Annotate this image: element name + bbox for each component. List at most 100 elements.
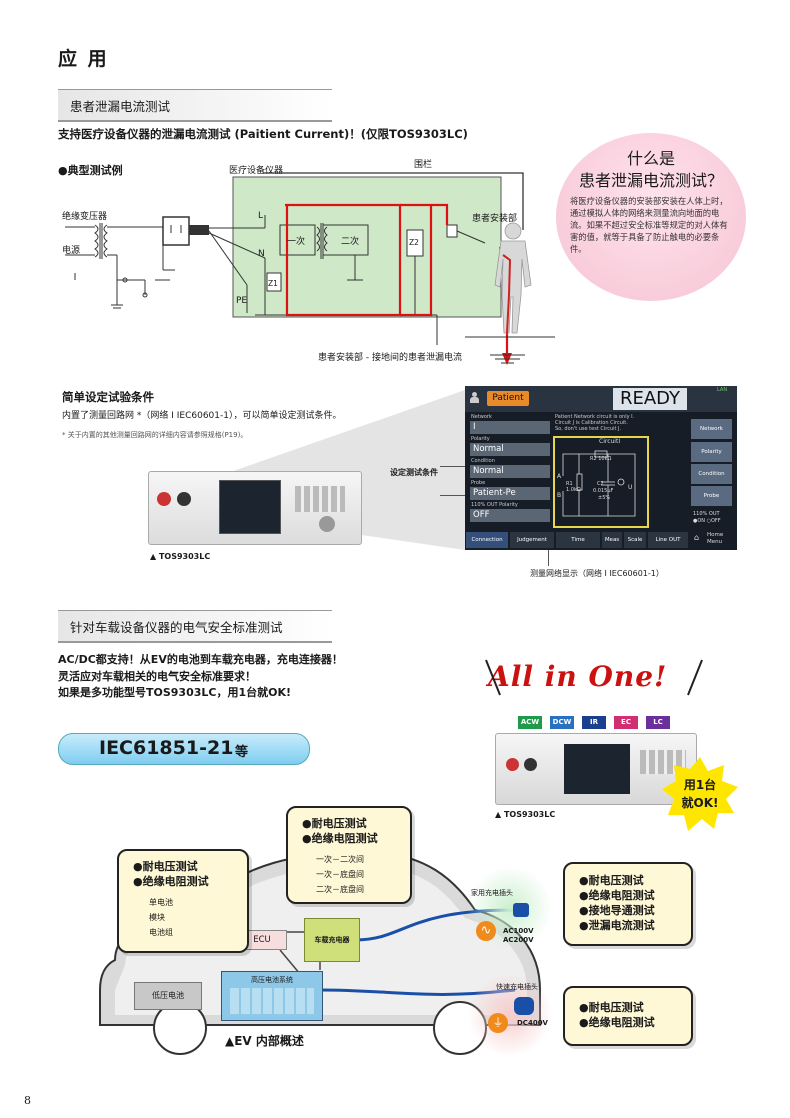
function-dcw: DCW — [550, 716, 574, 729]
standard-label: IEC61851-21 — [99, 737, 234, 759]
tos9303lc-device-image — [148, 471, 362, 545]
line-N-label: N — [258, 249, 265, 259]
isolation-transformer-icon — [65, 223, 175, 309]
device-screen — [219, 480, 281, 534]
secondary-label: 二次 — [341, 237, 360, 247]
circuit-terminal-a: A — [557, 473, 562, 480]
bubble-body: 将医疗设备仪器的安装部安装在人体上时，通过模拟人体的网络来测量流向地面的电流。如… — [570, 196, 728, 254]
screen-caption: 测量网络显示（网络 I IEC60601-1） — [530, 569, 664, 578]
person-icon — [470, 392, 480, 404]
charger-targets: 一次－二次间 一次－底盘间 二次－底盘间 — [316, 855, 364, 894]
fence-line — [263, 172, 524, 230]
field-label-network: Network — [471, 414, 492, 420]
bubble-title-line1: 什么是 — [626, 149, 675, 168]
lv-battery-box: 低压电池 — [134, 982, 202, 1010]
section-heading-text: 针对车载设备仪器的电气安全标准测试 — [70, 620, 283, 635]
line-PE-label: PE — [236, 296, 248, 306]
z1-label: Z1 — [268, 279, 278, 288]
device-keys — [295, 486, 345, 512]
medical-device-box — [232, 176, 502, 318]
badge-line1: 用1台 — [683, 778, 717, 792]
circuit-highlight — [553, 436, 649, 528]
section-heading-text: 患者泄漏电流测试 — [70, 99, 171, 114]
side-button-probe[interactable]: Probe — [691, 486, 732, 506]
patient-part-connector — [446, 224, 458, 238]
home-menu-button[interactable]: Home Menu — [707, 532, 724, 545]
section-intro: 支持医疗设备仪器的泄漏电流测试 (Paitient Current)！(仅限TO… — [58, 127, 468, 141]
tab-time[interactable]: Time — [556, 532, 600, 548]
side-button-condition[interactable]: Condition — [691, 464, 732, 484]
example-label: ●典型测试例 — [58, 164, 123, 177]
patient-part-label: 患者安装部 — [472, 214, 518, 224]
charger-test-1: ●耐电压测试 — [302, 817, 367, 830]
simple-setup-title: 简单设定试验条件 — [62, 390, 154, 404]
tab-line-out[interactable]: Line OUT — [648, 532, 688, 548]
one-unit-badge — [662, 757, 738, 831]
primary-label: 一次 — [287, 237, 306, 247]
tab-meas[interactable]: Meas — [602, 532, 622, 548]
ac-symbol-icon: ∿ — [476, 921, 496, 941]
patient-leakage-circuit-diagram — [65, 172, 555, 365]
ev-intro-line1: AC/DC都支持！从EV的电池到车载充电器，充电连接器！ — [58, 653, 343, 666]
ev-caption: ▲EV 内部概述 — [225, 1034, 304, 1048]
charger-test-bubble: ●耐电压测试 ●绝缘电阻测试 一次－二次间 一次－底盘间 二次－底盘间 — [286, 806, 412, 904]
side-button-network[interactable]: Network — [691, 419, 732, 439]
device-screen — [564, 744, 630, 794]
badge-line2: 就OK! — [681, 796, 719, 810]
battery-cells — [230, 988, 314, 1014]
circuit-r1-value: 1.0kΩ — [566, 487, 581, 493]
terminal-black-icon — [524, 758, 537, 771]
home-voltage-1: AC100V — [503, 927, 534, 935]
power-source-label: 电源 — [62, 246, 81, 256]
battery-test-1: ●耐电压测试 — [133, 860, 198, 873]
battery-test-2: ●绝缘电阻测试 — [133, 875, 209, 888]
circuit-c2-tolerance: ±5% — [598, 495, 611, 501]
simple-setup-desc: 内置了测量回路网 *（网络 I IEC60601-1），可以简单设定测试条件。 — [62, 411, 342, 421]
network-circuit-diagram — [562, 450, 636, 517]
fence-label: 围栏 — [414, 160, 433, 170]
page-title: 应 用 — [58, 48, 109, 70]
out-toggle[interactable]: ●ON ○OFF — [693, 518, 721, 524]
product-caption-1: ▲ TOS9303LC — [150, 552, 211, 561]
bubble-title-line2: 患者泄漏电流测试？ — [578, 171, 723, 190]
circuit-terminal-b: B — [557, 492, 562, 499]
home-plug-test-bubble: ●耐电压测试 ●绝缘电阻测试 ●接地导通测试 ●泄漏电流测试 — [563, 862, 693, 946]
side-button-polarity[interactable]: Polarity — [691, 442, 732, 462]
dc-symbol-icon: ⏚ — [488, 1013, 508, 1033]
field-label-condition: Condition — [471, 458, 495, 464]
ev-intro-line2: 灵活应对车载相关的电气安全标准要求！ — [58, 669, 256, 683]
leakage-caption: 患者安装部 - 接地间的患者泄漏电流 — [318, 353, 462, 363]
circuit-title: CircuitI — [599, 438, 621, 445]
out-polarity-select[interactable]: OFF — [470, 509, 550, 522]
outlet-icon — [162, 216, 190, 246]
function-lc: LC — [646, 716, 670, 729]
home-test-2: ●绝缘电阻测试 — [579, 889, 655, 902]
fast-plug-test-bubble: ●耐电压测试 ●绝缘电阻测试 — [563, 986, 693, 1046]
home-plug-icon — [513, 903, 529, 917]
circuit-u: U — [628, 484, 633, 491]
probe-select[interactable]: Patient-Pe — [470, 487, 550, 500]
primary-coil-box — [279, 224, 316, 256]
home-voltage-2: AC200V — [503, 936, 534, 944]
page-number: 8 — [24, 1094, 31, 1107]
network-select[interactable]: I — [470, 421, 550, 434]
device-knob — [319, 516, 335, 532]
polarity-select[interactable]: Normal — [470, 443, 550, 456]
tab-connection[interactable]: Connection — [466, 532, 508, 548]
home-icon[interactable]: ⌂ — [694, 533, 700, 542]
field-label-probe: Probe — [471, 480, 486, 486]
fast-plug-glow — [465, 975, 555, 1055]
status-display: READY — [613, 388, 687, 410]
onboard-charger-box: 车载充电器 — [304, 918, 360, 962]
hv-battery-box: 高压电池系统 — [221, 971, 323, 1021]
isolation-transformer-label: 绝缘变压器 — [62, 212, 108, 222]
tab-judgement[interactable]: Judgement — [510, 532, 554, 548]
hv-battery-label: 高压电池系统 — [251, 976, 293, 984]
home-test-1: ●耐电压测试 — [579, 874, 644, 887]
condition-select[interactable]: Normal — [470, 465, 550, 478]
medical-device-label: 医疗设备仪器 — [229, 166, 284, 176]
fast-plug-label: 快速充电插头 — [496, 983, 538, 991]
tab-scale[interactable]: Scale — [624, 532, 646, 548]
function-ir: IR — [582, 716, 606, 729]
function-ec: EC — [614, 716, 638, 729]
